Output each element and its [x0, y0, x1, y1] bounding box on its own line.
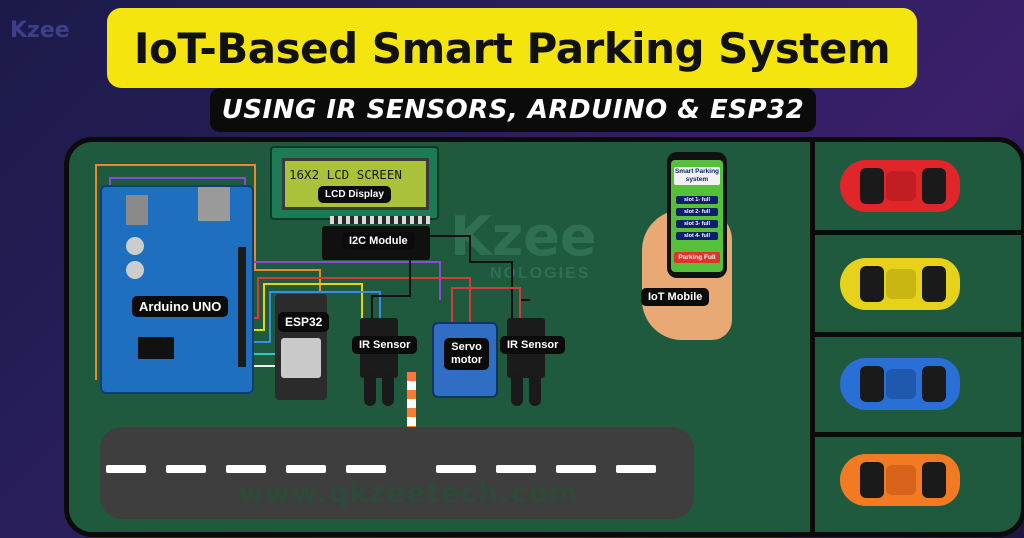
i2c-label: I2C Module [342, 232, 415, 250]
capacitor [126, 261, 144, 279]
lane-marking [106, 465, 146, 473]
slot-divider [815, 432, 1021, 437]
phone-app-title: Smart Parking system [674, 167, 720, 185]
parking-lot [810, 137, 1024, 537]
phone-parking-full-status: Parking Full [674, 252, 720, 263]
car-rear-window [922, 168, 946, 204]
servo-label-line1: Servo [451, 341, 482, 353]
phone-slot-status: slot 1- full [676, 196, 718, 204]
lcd-screen-text: 16X2 LCD SCREEN [289, 167, 402, 182]
phone-slot-status: slot 3- full [676, 220, 718, 228]
ir-led [529, 374, 541, 406]
ir-led [364, 374, 376, 406]
lane-marking [616, 465, 656, 473]
lane-marking [226, 465, 266, 473]
page-subtitle: USING IR SENSORS, ARDUINO & ESP32 [221, 95, 805, 125]
ir-led [382, 374, 394, 406]
servo-label: Servo motor [444, 338, 490, 370]
parked-car-orange [840, 454, 960, 506]
phone-slot-status: slot 4- full [676, 232, 718, 240]
car-rear-window [922, 462, 946, 498]
barrier-arm [407, 372, 416, 472]
wire-orange [95, 164, 321, 380]
esp32-label: ESP32 [278, 312, 330, 332]
servo-label-line2: motor [451, 354, 483, 366]
ir-sensor-left-label: IR Sensor [352, 336, 418, 354]
lane-marking [436, 465, 476, 473]
esp32-board [275, 294, 327, 400]
title-banner: IoT-Based Smart Parking System [107, 8, 917, 88]
esp32-shield [281, 338, 321, 378]
arduino-uno-board [100, 185, 254, 394]
watermark-subtext: NOLOGIES [490, 265, 591, 282]
lcd-label: LCD Display [318, 186, 391, 203]
iot-mobile-phone: Smart Parking system slot 1- full slot 2… [667, 152, 727, 278]
parked-car-blue [840, 358, 960, 410]
ir-led [511, 374, 523, 406]
car-windshield [860, 366, 884, 402]
lane-marking [166, 465, 206, 473]
lcd-pin-header [330, 216, 430, 224]
lane-marking [496, 465, 536, 473]
wire-blue [250, 291, 381, 343]
arduino-label: Arduino UNO [132, 296, 229, 317]
car-roof [886, 465, 916, 495]
phone-slot-status: slot 2- full [676, 208, 718, 216]
phone-screen: Smart Parking system slot 1- full slot 2… [671, 160, 723, 272]
car-roof [886, 369, 916, 399]
lane-marking [346, 465, 386, 473]
phone-app-title-line2: system [685, 176, 709, 183]
lcd-module: 16X2 LCD SCREEN [270, 146, 439, 220]
atmega-chip [138, 337, 174, 359]
wire-red-2 [451, 287, 521, 322]
slot-divider [815, 332, 1021, 337]
wire-red [250, 277, 471, 322]
iot-mobile-label: IoT Mobile [641, 288, 710, 306]
watermark-logo: Kzee [450, 205, 597, 268]
lcd-screen: 16X2 LCD SCREEN [282, 158, 429, 210]
car-windshield [860, 266, 884, 302]
car-windshield [860, 462, 884, 498]
wire-black-2 [519, 299, 530, 318]
usb-port [198, 187, 230, 221]
car-rear-window [922, 266, 946, 302]
slot-divider [815, 230, 1021, 235]
parked-car-yellow [840, 258, 960, 310]
phone-app-title-line1: Smart Parking [674, 168, 720, 175]
ir-sensor-right-label: IR Sensor [500, 336, 566, 354]
website-url: www.qkzeetech.com [238, 476, 579, 509]
page-title: IoT-Based Smart Parking System [133, 23, 891, 73]
car-rear-window [922, 366, 946, 402]
brand-logo: Kzee [10, 18, 70, 43]
lane-marking [556, 465, 596, 473]
capacitor [126, 237, 144, 255]
lane-marking [286, 465, 326, 473]
subtitle-banner: USING IR SENSORS, ARDUINO & ESP32 [210, 88, 816, 132]
dc-jack [126, 195, 148, 225]
car-roof [886, 171, 916, 201]
parked-car-red [840, 160, 960, 212]
wire-yellow [250, 283, 363, 331]
car-windshield [860, 168, 884, 204]
car-roof [886, 269, 916, 299]
wire-black-1 [371, 235, 513, 318]
digital-header [238, 247, 246, 367]
road [100, 427, 694, 519]
